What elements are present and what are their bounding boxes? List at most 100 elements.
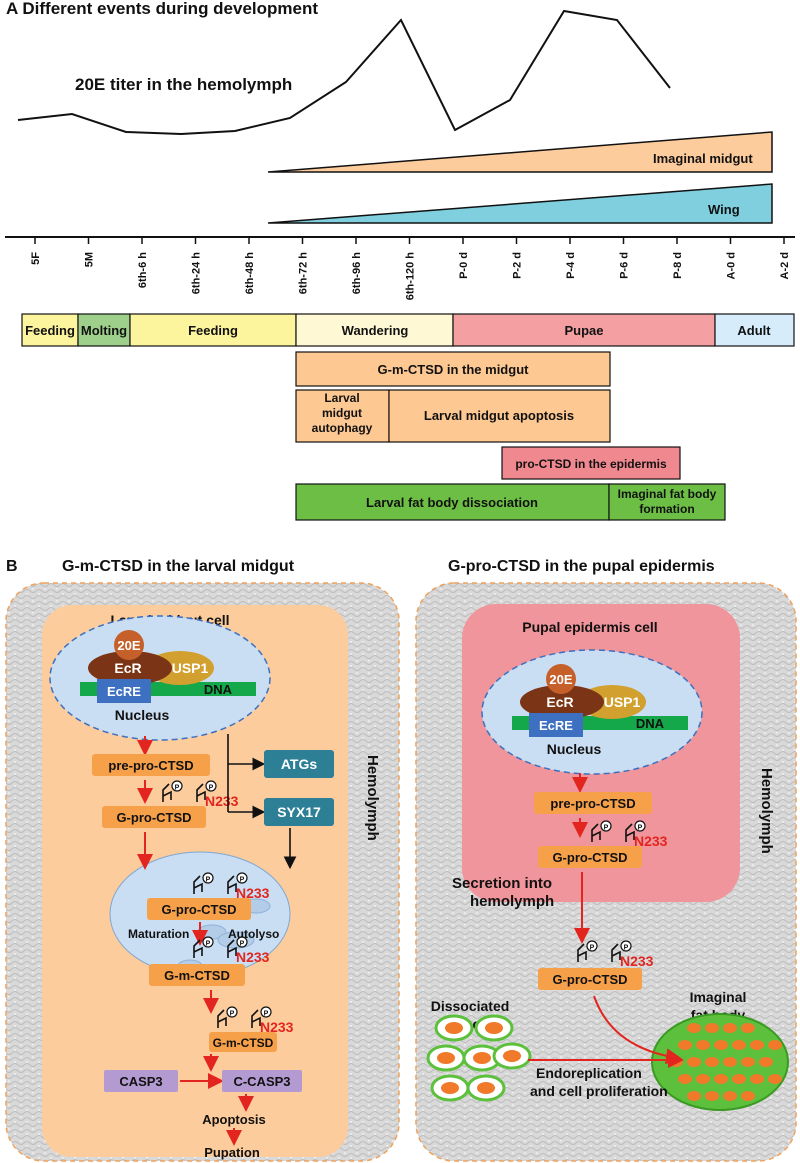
nucleus-label: Nucleus — [547, 741, 602, 757]
imaginal-cell-nucleus — [687, 1023, 701, 1033]
phosphate-glyph: P — [240, 877, 245, 884]
left-gpro-label-1: G-pro-CTSD — [116, 810, 191, 825]
event-apoptosis: Larval midgut apoptosis — [424, 408, 574, 423]
dna-label: DNA — [636, 716, 665, 731]
imaginal-cell-nucleus — [705, 1023, 719, 1033]
ecr-protein — [88, 651, 172, 685]
event-fat-dissociation: Larval fat body dissociation — [366, 495, 538, 510]
imaginal-cell-nucleus — [687, 1091, 701, 1101]
right-panel-title: G-pro-CTSD in the pupal epidermis — [448, 558, 715, 575]
glycan-branch — [251, 1009, 261, 1028]
fat-cell-nucleus — [485, 1022, 503, 1034]
glycan-branch — [227, 875, 237, 894]
right-gpro-box-1 — [538, 846, 642, 868]
event-gm-ctsd: G-m-CTSD in the midgut — [378, 362, 530, 377]
phosphate-glyph: P — [175, 785, 180, 792]
glycan-branch — [196, 783, 206, 802]
hormone-label: 20E — [117, 638, 140, 653]
imaginal-cell-nucleus — [678, 1040, 692, 1050]
right-gpro-label-1: G-pro-CTSD — [552, 850, 627, 865]
left-hemolymph-label: Hemolymph — [364, 755, 381, 841]
glycan-branch — [193, 939, 203, 958]
left-gpro-box-2 — [147, 898, 251, 920]
imaginal-fat-cells — [651, 1013, 789, 1111]
tick-label: P-4 d — [565, 252, 577, 279]
hormone-label: 20E — [549, 672, 572, 687]
stage-feeding-1: Feeding — [25, 323, 75, 338]
ecre-element — [529, 713, 583, 737]
syx17-box — [264, 798, 334, 826]
panel-a-title: A Different events during development — [6, 0, 318, 18]
ecr-label: EcR — [546, 694, 573, 710]
hormone-20e — [114, 630, 144, 660]
phosphate-icon — [205, 780, 217, 792]
phosphate-glyph: P — [230, 1011, 235, 1018]
tick-label: 6th-120 h — [405, 252, 417, 301]
hormone-20e — [546, 664, 576, 694]
fat-cell-nucleus — [437, 1052, 455, 1064]
imaginal-cell-nucleus — [714, 1040, 728, 1050]
autolyso-label: Autolyso — [228, 927, 279, 941]
tick-label: A-2 d — [779, 252, 791, 280]
left-gm-box-1 — [149, 964, 245, 986]
ecr-protein — [520, 685, 604, 719]
usp1-label: USP1 — [172, 660, 209, 676]
left-gm-label-2: G-m-CTSD — [213, 1036, 274, 1050]
right-pre-pro-box — [534, 792, 652, 814]
imaginal-cell-nucleus — [687, 1057, 701, 1067]
phosphate-glyph: P — [206, 941, 211, 948]
apoptosis-label: Apoptosis — [202, 1112, 266, 1127]
titer-label: 20E titer in the hemolymph — [75, 75, 292, 94]
imaginal-cell-nucleus — [741, 1023, 755, 1033]
fat-cell-nucleus — [473, 1052, 491, 1064]
n233-label: N233 — [205, 793, 239, 809]
tick-label: 6th-24 h — [191, 252, 203, 294]
left-gpro-label-2: G-pro-CTSD — [161, 902, 236, 917]
stage-feeding-2: Feeding — [188, 323, 238, 338]
n233-label: N233 — [634, 833, 668, 849]
phosphate-icon — [171, 780, 183, 792]
tick-label: 5F — [30, 252, 42, 265]
left-panel-title: G-m-CTSD in the larval midgut — [62, 558, 295, 575]
right-gpro-box-2 — [538, 968, 642, 990]
tick-label: 6th-96 h — [351, 252, 363, 294]
ecre-element — [97, 679, 151, 703]
glycan-branch — [625, 823, 635, 842]
stage-wandering: Wandering — [342, 323, 409, 338]
imaginal-cell-nucleus — [705, 1091, 719, 1101]
left-gm-box-2 — [209, 1032, 277, 1052]
imaginal-cell-nucleus — [741, 1057, 755, 1067]
atgs-label: ATGs — [281, 756, 318, 772]
phosphate-icon — [202, 872, 214, 884]
dna-label: DNA — [204, 682, 233, 697]
n233-label: N233 — [260, 1019, 294, 1035]
phosphate-glyph: P — [209, 785, 214, 792]
glycan-branch — [577, 943, 587, 962]
glycan-branch — [611, 943, 621, 962]
phosphate-icon — [236, 936, 248, 948]
imaginal-midgut-wedge — [267, 131, 773, 173]
pupal-epidermis-cell-label: Pupal epidermis cell — [522, 619, 657, 635]
casp3-label: CASP3 — [119, 1074, 162, 1089]
phosphate-icon — [260, 1006, 272, 1018]
glycan-branch — [162, 783, 172, 802]
phosphate-icon — [586, 940, 598, 952]
dissociated-fat-cells — [426, 1014, 532, 1102]
phosphate-glyph: P — [624, 945, 629, 952]
glycan-branch — [193, 875, 203, 894]
glycan-branch — [227, 939, 237, 958]
imaginal-cell-nucleus — [678, 1074, 692, 1084]
imaginal-cell-nucleus — [750, 1040, 764, 1050]
imaginal-cell-nucleus — [696, 1074, 710, 1084]
curved-arrow-to-imaginal — [593, 995, 682, 1065]
